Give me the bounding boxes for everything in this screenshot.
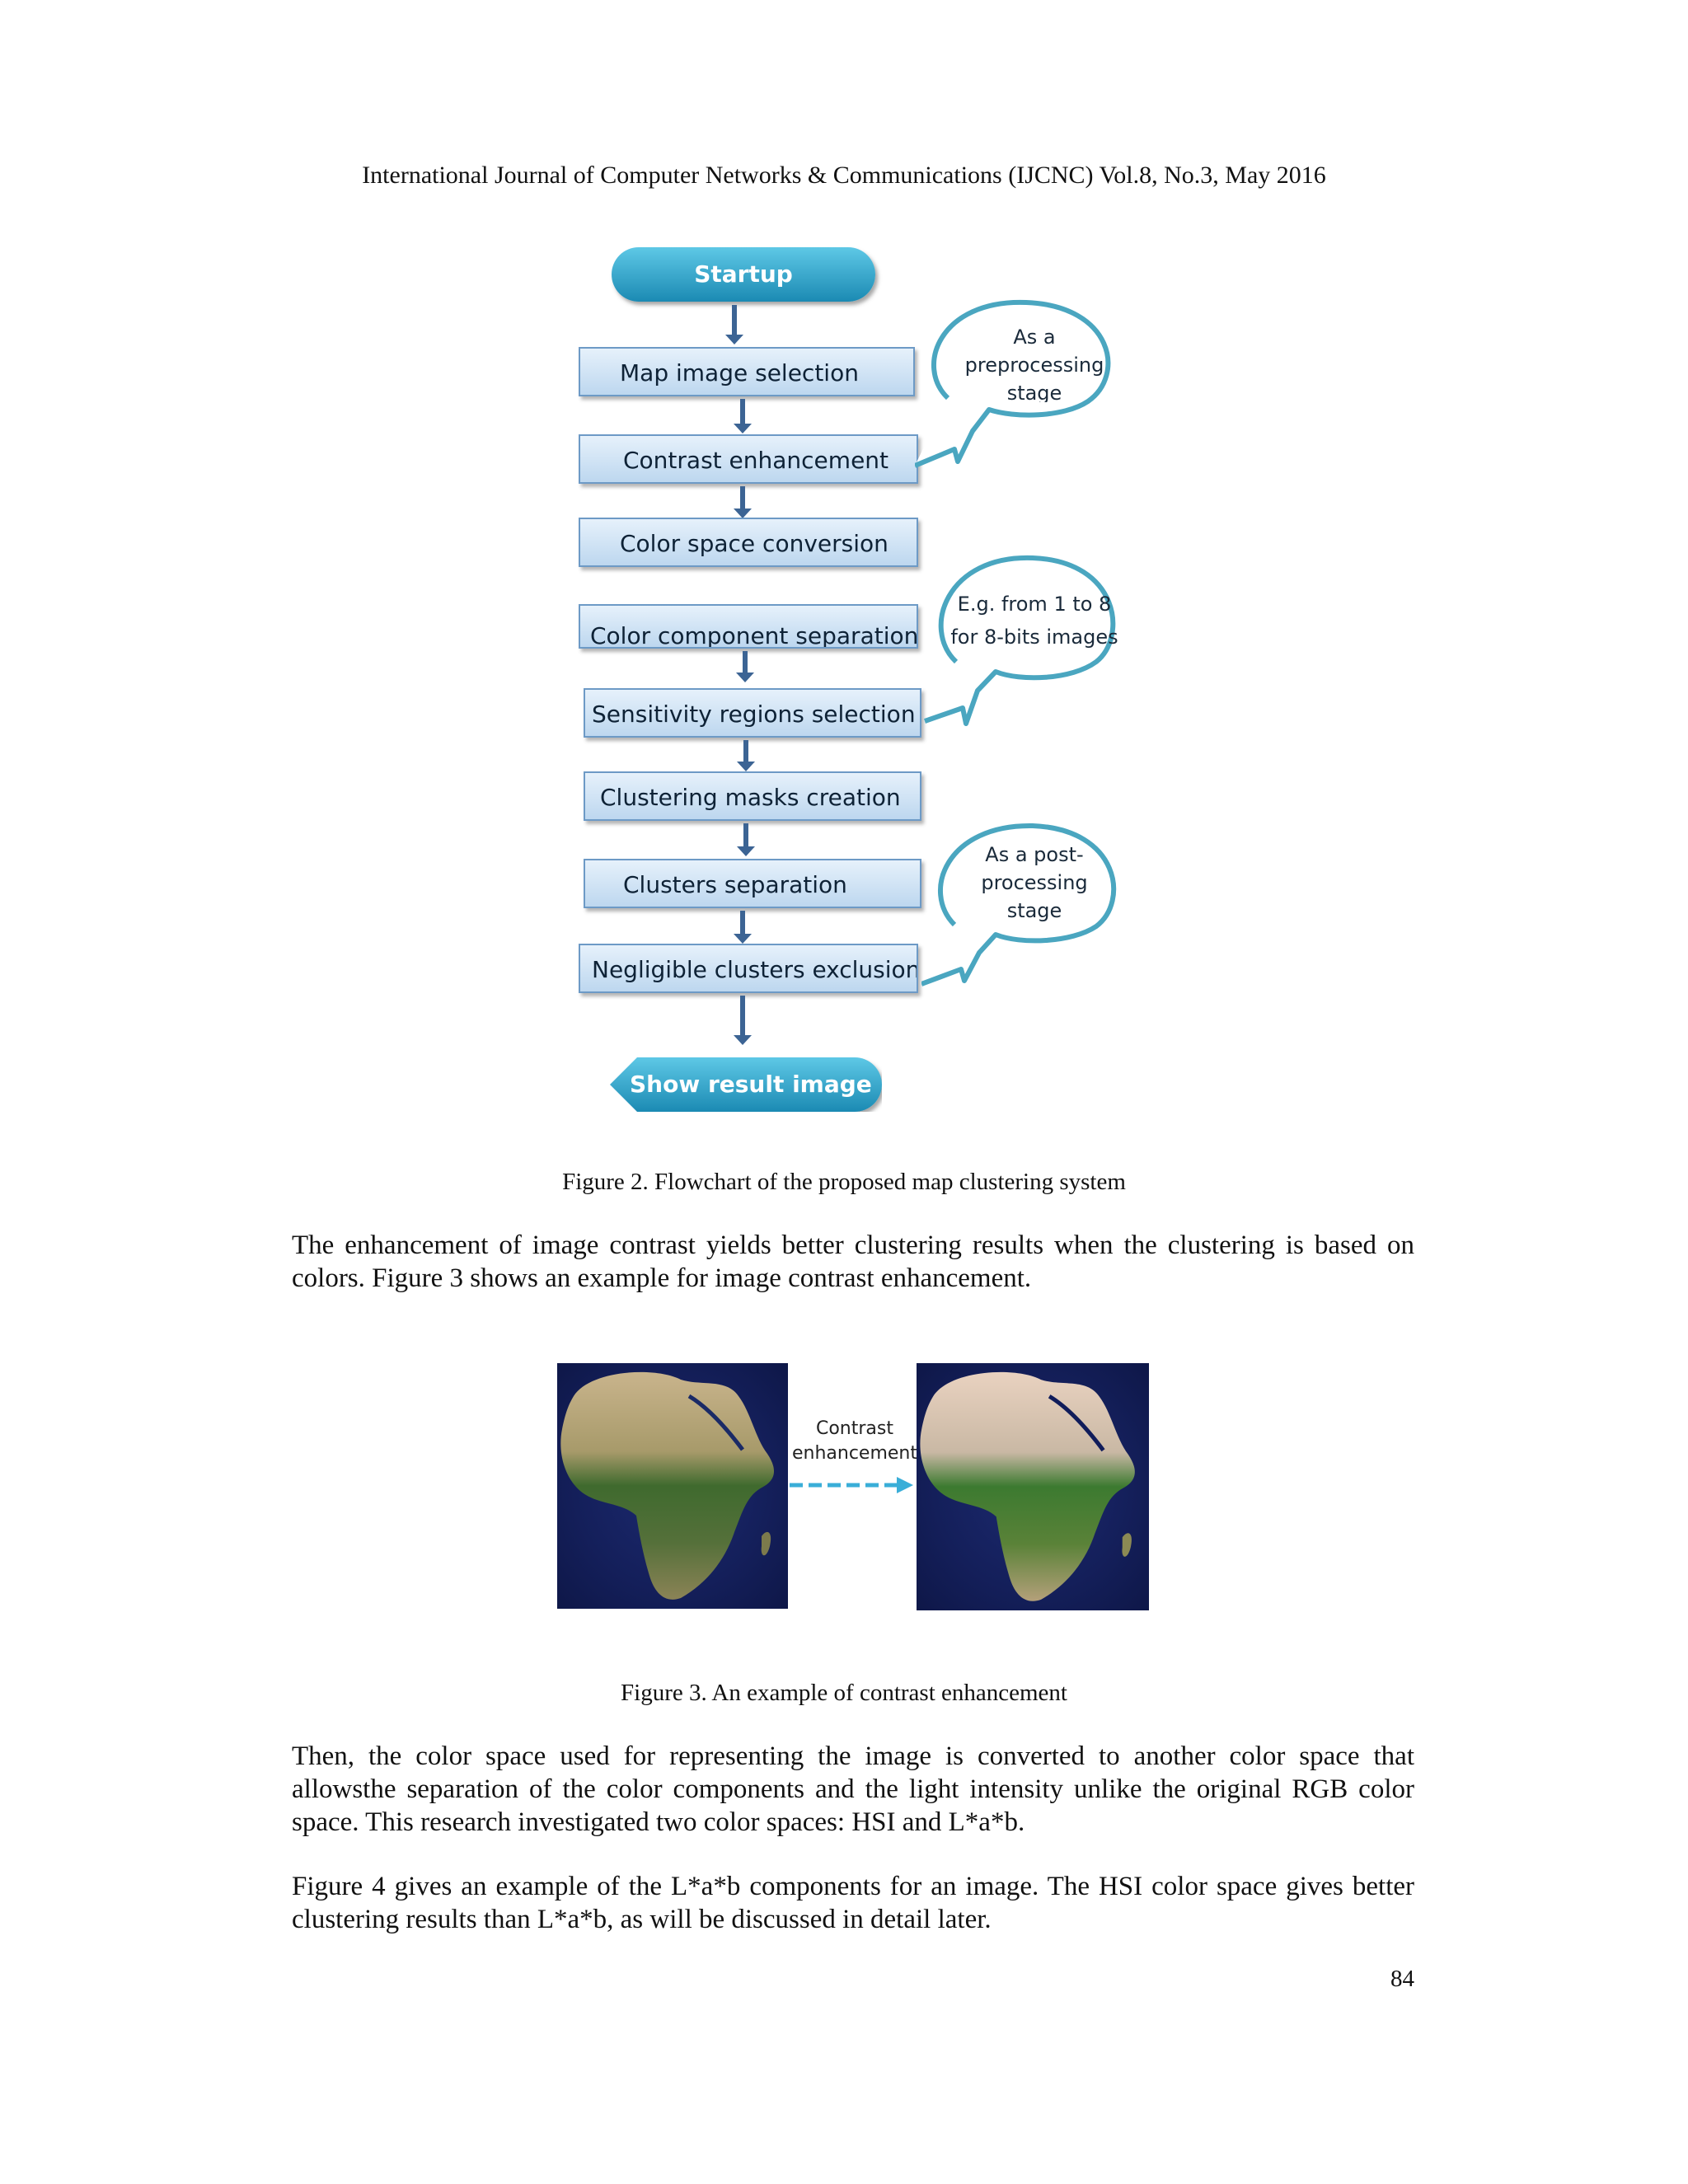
note-line: processing [948, 869, 1121, 897]
flowchart-step-label: Contrast enhancement [623, 447, 889, 474]
flow-arrow [743, 740, 748, 765]
paragraph: Then, the color space used for represent… [292, 1740, 1414, 1839]
flowchart-start: Startup [612, 247, 875, 302]
flowchart-step: Sensitivity regions selection [584, 688, 921, 738]
flowchart-step: Clustering masks creation [584, 771, 921, 821]
flow-arrow [743, 651, 748, 676]
page-number: 84 [1368, 1966, 1414, 1993]
note-line: for 8-bits images [948, 623, 1121, 651]
flow-arrow [740, 911, 745, 937]
africa-map-original [557, 1363, 788, 1609]
flowchart-step-label: Map image selection [620, 359, 859, 387]
flowchart-step-label: Clusters separation [623, 871, 847, 898]
note-line: stage [948, 897, 1121, 925]
flowchart-step: Negligible clusters exclusion [579, 944, 918, 993]
note-post: As a post- processing stage [948, 841, 1121, 925]
paragraph: Figure 4 gives an example of the L*a*b c… [292, 1870, 1414, 1936]
flowchart-end-label: Show result image [630, 1071, 872, 1098]
note-line: E.g. from 1 to 8 [948, 590, 1121, 618]
dashed-arrow-icon [790, 1475, 915, 1495]
note-line: As a post- [948, 841, 1121, 869]
africa-map-enhanced [917, 1363, 1149, 1610]
flowchart-step-label: Negligible clusters exclusion [592, 956, 918, 983]
flowchart-step-label: Clustering masks creation [600, 784, 901, 811]
note-line: preprocessing [948, 351, 1121, 379]
flowchart-step: Clusters separation [584, 859, 921, 908]
flow-arrow [732, 305, 737, 338]
paragraph: The enhancement of image contrast yields… [292, 1229, 1414, 1295]
flow-arrow [743, 823, 748, 850]
flowchart-step-label: Color space conversion [620, 530, 889, 557]
figure-3-caption: Figure 3. An example of contrast enhance… [0, 1680, 1688, 1707]
africa-shape [557, 1363, 788, 1609]
flow-arrow [740, 996, 745, 1038]
flowchart-step: Color space conversion [579, 518, 918, 567]
note-preprocessing: As a preprocessing stage [948, 323, 1121, 402]
contrast-arrow-label-line: enhancement [788, 1441, 921, 1466]
africa-shape [917, 1363, 1149, 1610]
flow-arrow [740, 399, 745, 427]
flowchart-step: Map image selection [579, 347, 915, 396]
running-header: International Journal of Computer Networ… [0, 162, 1688, 190]
flowchart-step-label: Sensitivity regions selection [592, 701, 916, 728]
flow-arrow [740, 486, 745, 512]
flowchart-step: Color component separation [579, 604, 918, 649]
flowchart-start-label: Startup [694, 260, 793, 288]
contrast-arrow-label: Contrast enhancement [788, 1417, 921, 1466]
flowchart-end: Show result image [610, 1057, 882, 1112]
note-line: As a [948, 323, 1121, 351]
note-line: stage [948, 379, 1121, 402]
figure-2-caption: Figure 2. Flowchart of the proposed map … [0, 1169, 1688, 1196]
flowchart-step-label: Color component separation [590, 622, 918, 649]
contrast-arrow-label-line: Contrast [788, 1417, 921, 1441]
note-bits: E.g. from 1 to 8 for 8-bits images [948, 590, 1121, 651]
flowchart-step: Contrast enhancement [579, 434, 918, 484]
